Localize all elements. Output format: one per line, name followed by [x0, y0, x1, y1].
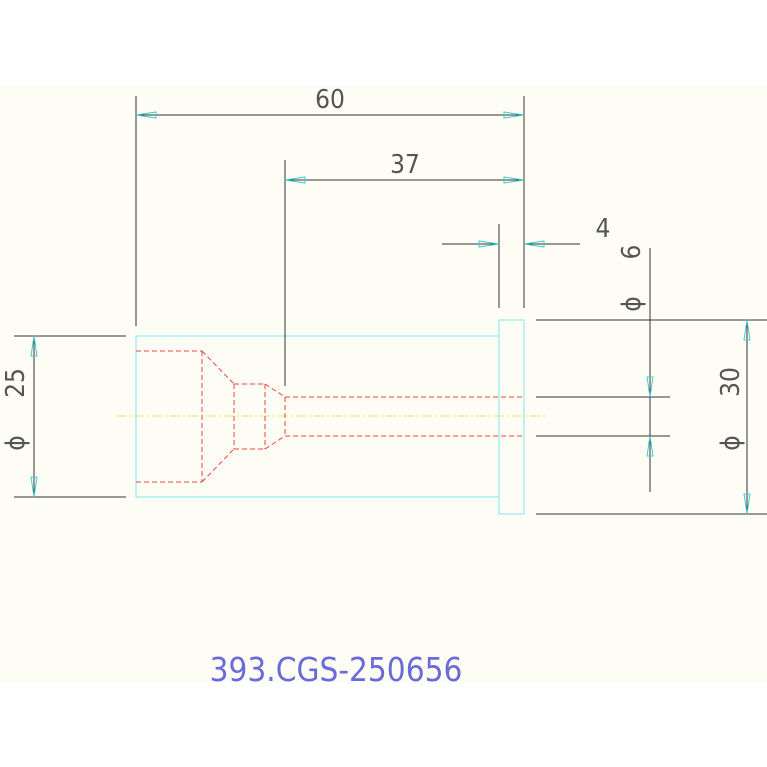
dim-shank-diameter-value: 25 [1, 368, 31, 398]
dimension-lines [14, 96, 767, 515]
part-number: 393.CGS-250656 [210, 650, 463, 689]
dim-shank-diameter-symbol: ϕ [1, 435, 31, 450]
dim-small-bore-symbol: ϕ [617, 296, 647, 311]
arrowheads [30, 111, 751, 515]
dim-small-bore-value: 6 [617, 245, 647, 260]
dim-shank-length: 37 [390, 150, 420, 180]
dim-head-diameter-symbol: ϕ [716, 435, 746, 450]
dim-head-thickness: 4 [596, 214, 611, 244]
dim-overall-length: 60 [315, 85, 345, 115]
drawing-background [0, 86, 767, 682]
head-outline [498, 319, 525, 515]
hidden-bore [136, 350, 524, 483]
dim-head-diameter-value: 30 [716, 367, 746, 397]
